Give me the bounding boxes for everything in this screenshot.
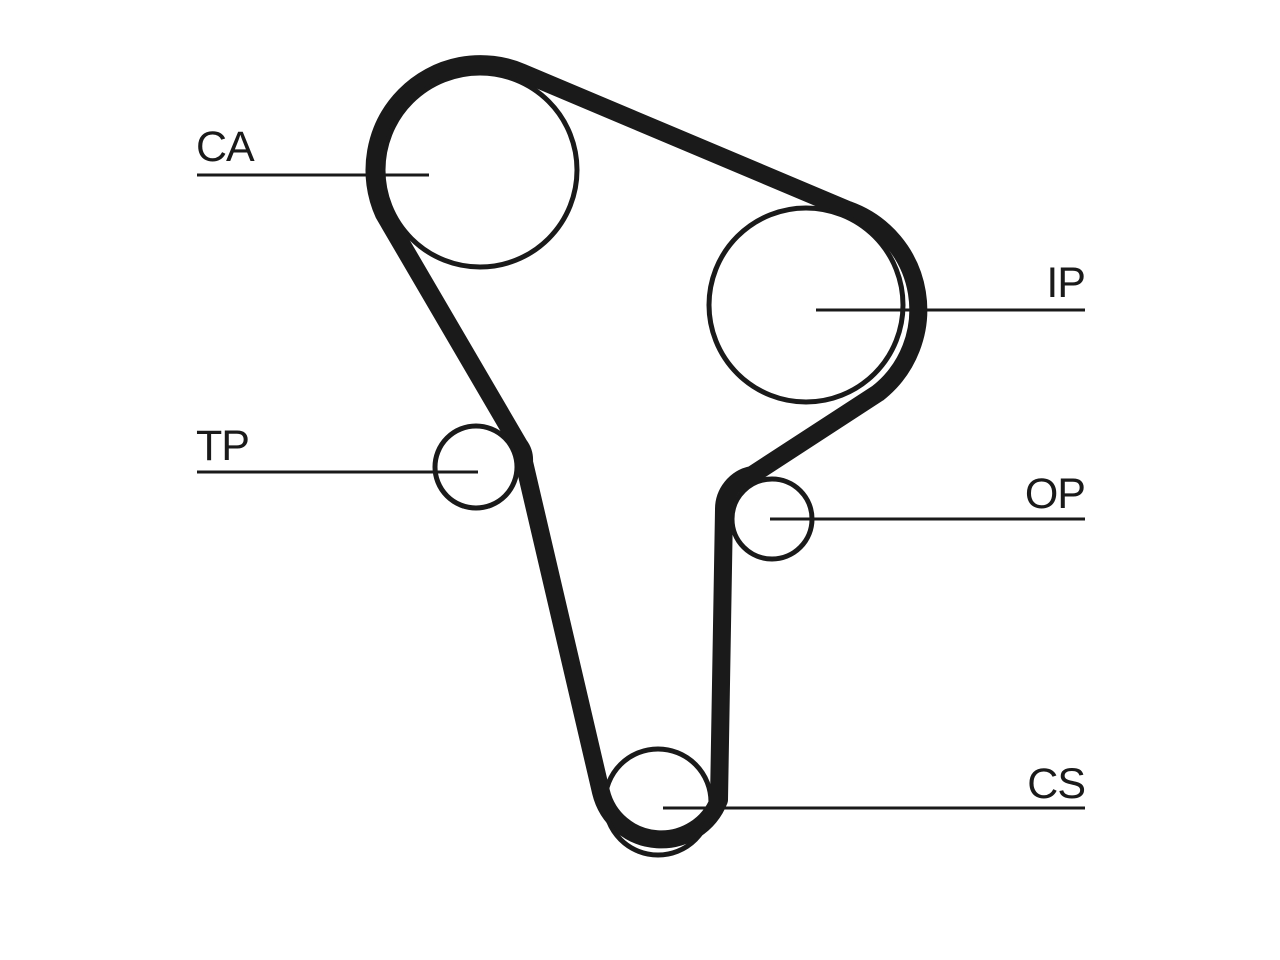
- camshaft-pulley: [380, 70, 580, 270]
- timing-belt: [365, 55, 928, 849]
- intermediate-pulley: [706, 205, 906, 405]
- ip-label: IP: [1046, 259, 1085, 307]
- ca-label: CA: [196, 123, 255, 171]
- tp-label: TP: [196, 422, 249, 470]
- op-label: OP: [1025, 470, 1085, 518]
- crankshaft-pulley: [602, 746, 714, 858]
- cs-label: CS: [1027, 760, 1085, 808]
- tensioner-pulley: [432, 423, 520, 511]
